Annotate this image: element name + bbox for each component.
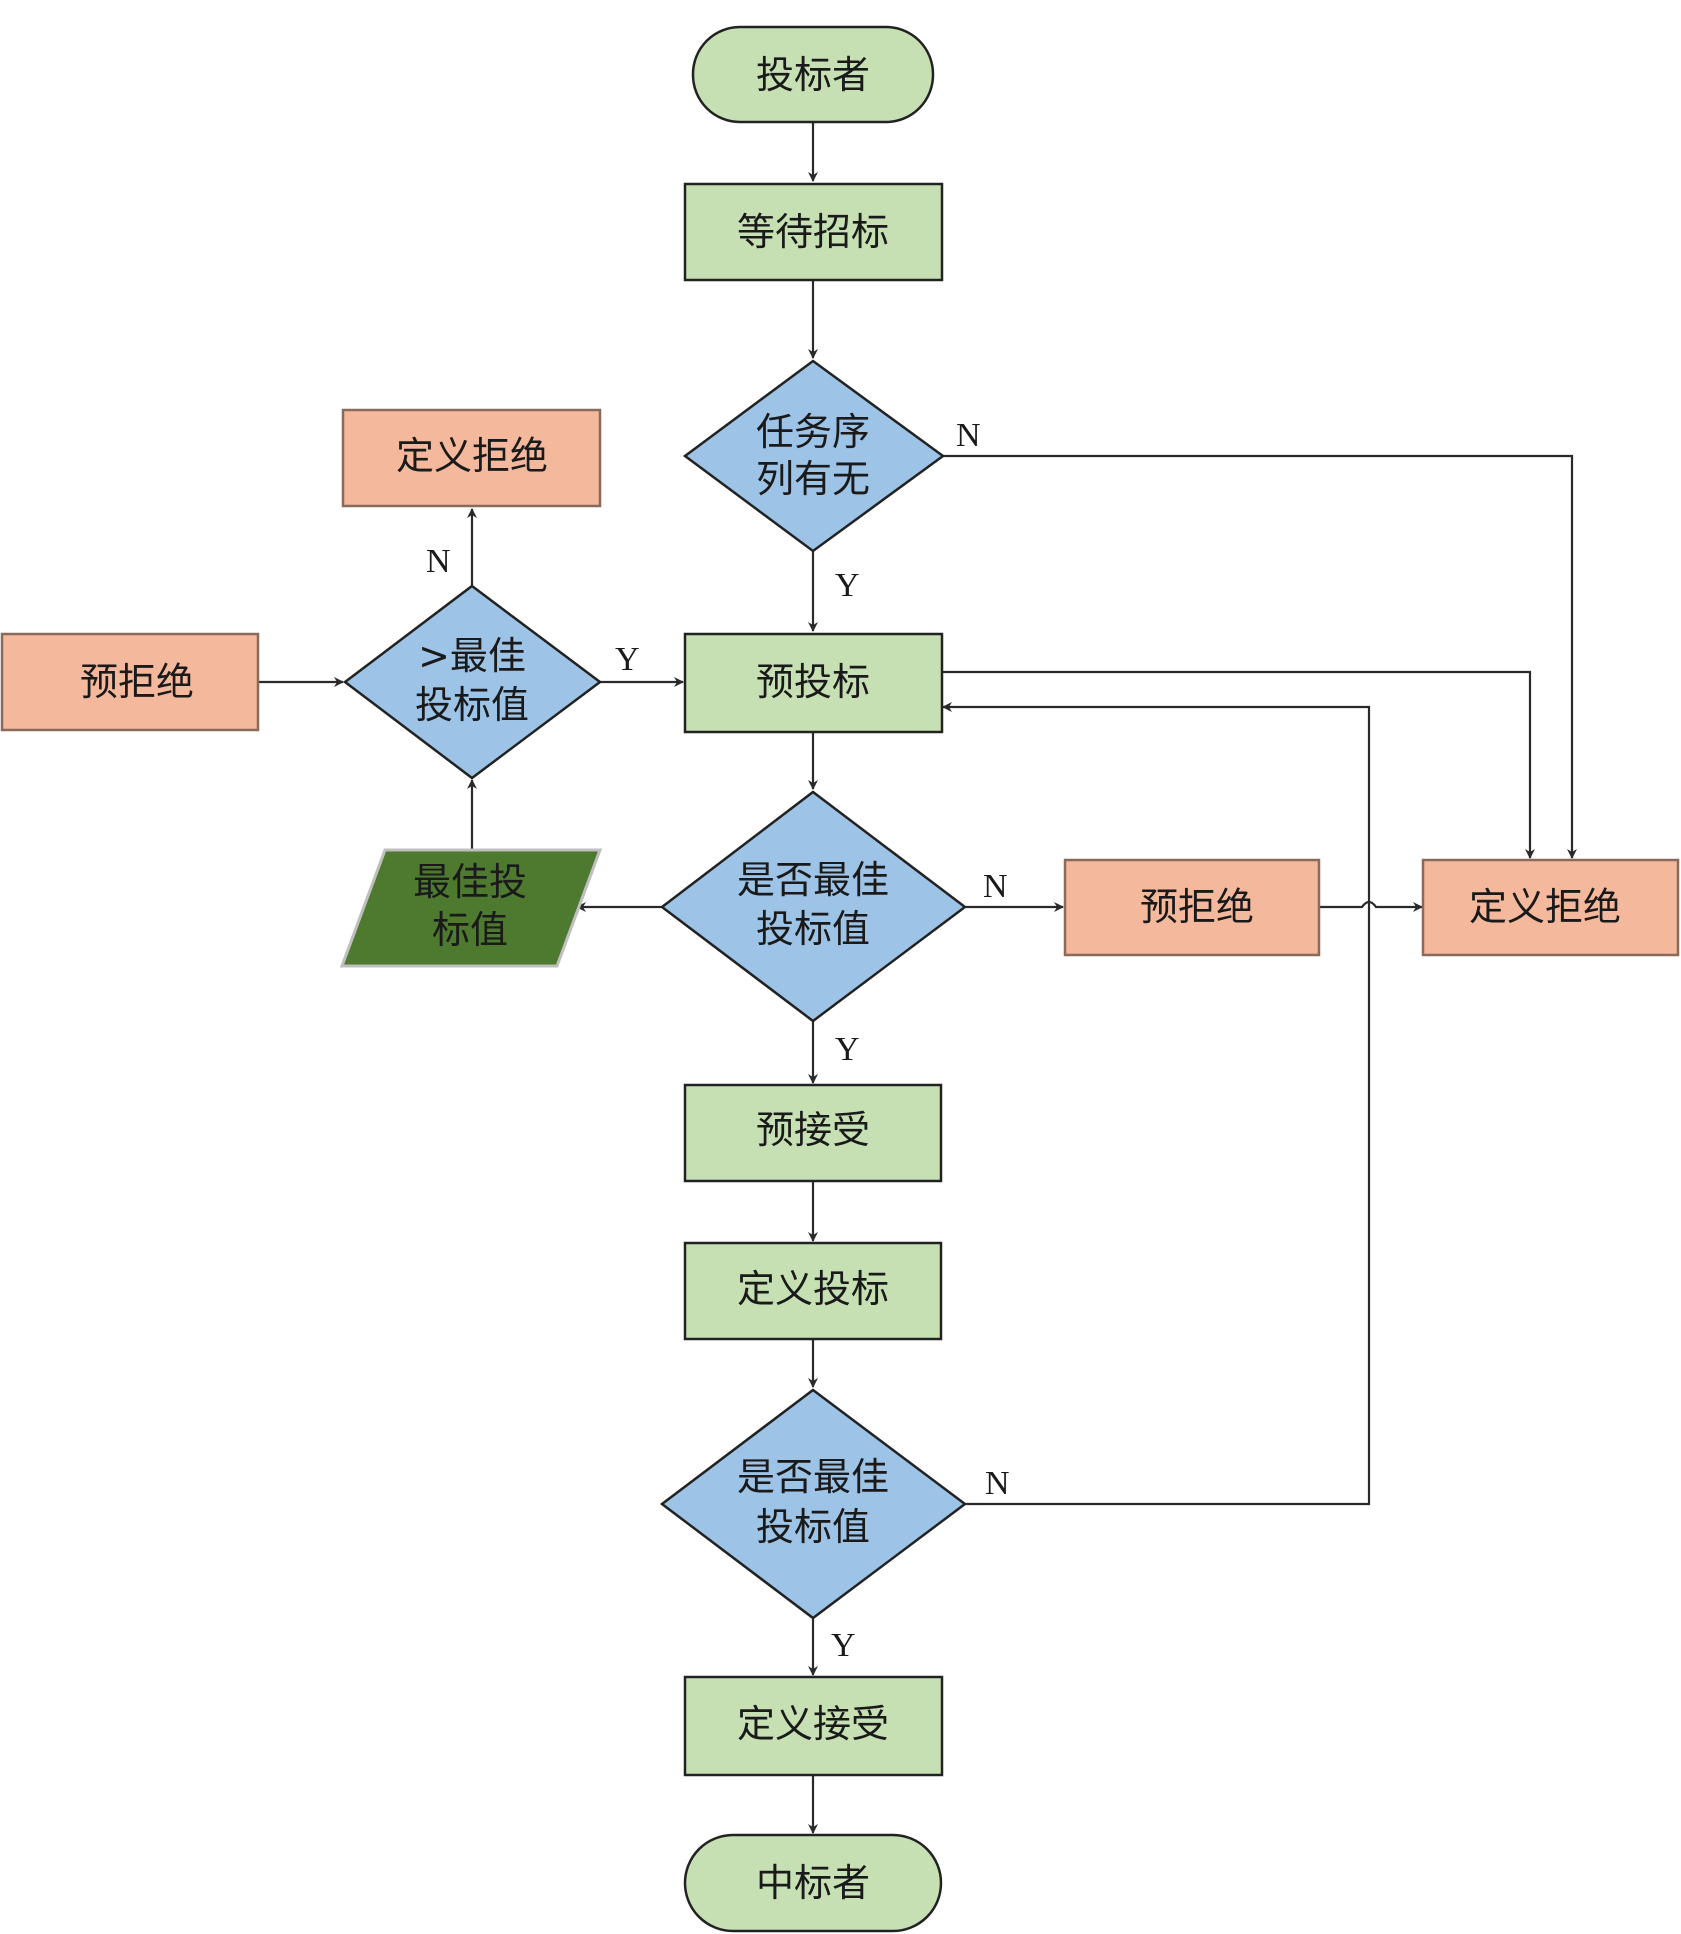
reject-right-box: 定义拒绝	[1421, 858, 1680, 957]
prereject-left-box: 预拒绝	[0, 632, 260, 732]
edge-prereject-reject-right	[1319, 900, 1423, 912]
start-terminator: 投标者	[691, 25, 935, 124]
edge-isbest2-prebid-loop	[942, 702, 1371, 1506]
label-isbest1-yes: Y	[835, 1031, 860, 1068]
reject-top-box: 定义拒绝	[341, 408, 602, 508]
gt-best-line1: >最佳	[418, 634, 526, 678]
is-best-1-line2: 投标值	[756, 907, 870, 951]
reject-right-label: 定义拒绝	[1469, 885, 1621, 929]
preaccept-box: 预接受	[683, 1083, 943, 1183]
label-taskseq-no: N	[956, 417, 981, 454]
best-value-line2: 标值	[432, 908, 508, 952]
label-taskseq-yes: Y	[835, 567, 860, 604]
gt-best-decision: >最佳 投标值	[342, 584, 603, 780]
define-accept-label: 定义接受	[737, 1702, 889, 1746]
edge-taskseq-reject-right	[943, 454, 1577, 859]
best-value-line1: 最佳投	[413, 860, 527, 904]
end-terminator: 中标者	[683, 1833, 943, 1933]
is-best-2-line2: 投标值	[756, 1505, 870, 1549]
preaccept-label: 预接受	[756, 1108, 870, 1152]
label-isbest1-no: N	[983, 868, 1008, 905]
edge-prebid-reject-right	[943, 670, 1535, 859]
prereject-mid-box: 预拒绝	[1063, 858, 1321, 957]
task-sequence-line1: 任务序	[756, 410, 870, 454]
best-value-data: 最佳投 标值	[339, 848, 603, 968]
wait-tender-box: 等待招标	[683, 182, 944, 282]
end-label: 中标者	[756, 1861, 870, 1905]
label-gtbest-yes: Y	[615, 641, 640, 678]
define-bid-label: 定义投标	[737, 1267, 889, 1311]
label-isbest2-no: N	[985, 1465, 1010, 1502]
gt-best-line2: 投标值	[415, 683, 529, 727]
start-label: 投标者	[756, 53, 870, 97]
is-best-1-line1: 是否最佳	[737, 858, 889, 902]
prebid-label: 预投标	[756, 660, 870, 704]
label-gtbest-no: N	[426, 543, 451, 580]
is-best-2-line1: 是否最佳	[737, 1455, 889, 1499]
wait-tender-label: 等待招标	[737, 210, 889, 254]
prereject-mid-label: 预拒绝	[1140, 885, 1254, 929]
prereject-left-label: 预拒绝	[80, 660, 194, 704]
task-sequence-decision: 任务序 列有无	[682, 359, 946, 553]
edge-labels: N Y N Y N Y N Y	[426, 417, 1010, 1664]
edges	[258, 122, 1577, 1834]
is-best-decision-1: 是否最佳 投标值	[659, 790, 968, 1023]
define-bid-box: 定义投标	[683, 1241, 943, 1341]
label-isbest2-yes: Y	[831, 1627, 856, 1664]
task-sequence-line2: 列有无	[756, 457, 870, 501]
is-best-decision-2: 是否最佳 投标值	[659, 1388, 968, 1620]
define-accept-box: 定义接受	[683, 1675, 944, 1777]
prebid-box: 预投标	[683, 632, 944, 734]
reject-top-label: 定义拒绝	[396, 434, 548, 478]
